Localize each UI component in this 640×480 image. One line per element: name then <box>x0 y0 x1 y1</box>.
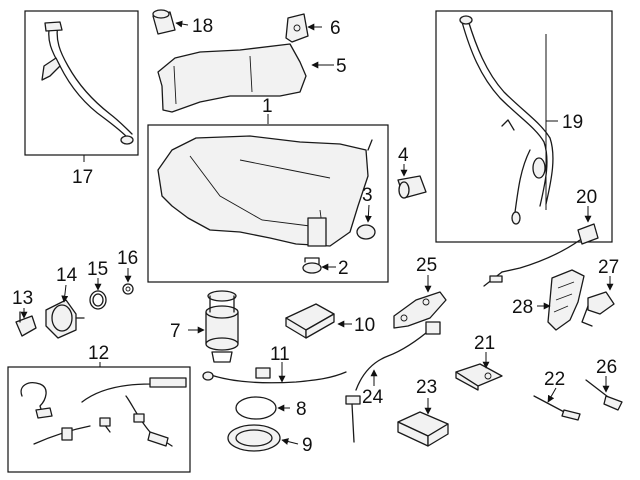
callout-20: 20 <box>576 187 597 208</box>
callout-25: 25 <box>416 255 437 276</box>
callout-22: 22 <box>544 369 565 390</box>
callout-27: 27 <box>598 257 619 278</box>
group-box-1 <box>147 124 389 283</box>
callout-5: 5 <box>336 56 347 77</box>
callout-7: 7 <box>170 321 181 342</box>
callout-1: 1 <box>262 96 273 117</box>
part-6-bracket[interactable] <box>285 13 309 43</box>
callout-17: 17 <box>72 167 93 188</box>
callout-26: 26 <box>596 357 617 378</box>
callout-19: 19 <box>562 112 583 133</box>
callout-3: 3 <box>362 185 373 206</box>
part-22-probe[interactable] <box>533 395 581 421</box>
part-7-pump-module[interactable] <box>205 290 239 363</box>
callout-12: 12 <box>88 343 109 364</box>
part-5-heat-shield[interactable] <box>157 43 307 113</box>
part-13-clip[interactable] <box>15 311 37 337</box>
part-24-sensor[interactable] <box>345 321 441 443</box>
callout-4: 4 <box>398 145 409 166</box>
part-17-fuel-lines[interactable] <box>41 21 134 145</box>
part-27-sensor[interactable] <box>581 291 615 327</box>
callout-21: 21 <box>474 333 495 354</box>
part-11-harness[interactable] <box>202 367 347 384</box>
callout-2: 2 <box>338 258 349 279</box>
callout-23: 23 <box>416 377 437 398</box>
group-box-12 <box>7 366 191 473</box>
part-21-sensor[interactable] <box>455 363 503 391</box>
callout-11: 11 <box>270 344 290 365</box>
part-23-module[interactable] <box>397 411 449 447</box>
part-10-module[interactable] <box>285 303 335 339</box>
part-9-lock-ring[interactable] <box>227 424 281 452</box>
part-28-bracket[interactable] <box>547 269 585 331</box>
part-8-seal-ring[interactable] <box>235 396 277 420</box>
callout-10: 10 <box>354 315 375 336</box>
callout-14: 14 <box>56 265 78 286</box>
part-26-probe[interactable] <box>585 379 623 411</box>
part-16-washer[interactable] <box>122 283 134 295</box>
callout-8: 8 <box>296 399 307 420</box>
callout-18: 18 <box>192 16 213 37</box>
group-box-19 <box>435 10 613 243</box>
part-3-grommet[interactable] <box>356 224 376 240</box>
callout-labels: 1 2 3 4 5 6 7 8 9 10 11 12 13 14 15 16 1… <box>12 16 619 456</box>
callout-24: 24 <box>362 387 384 408</box>
leader-lines <box>20 20 614 445</box>
part-15-clamp[interactable] <box>89 290 107 310</box>
callout-16: 16 <box>117 248 138 269</box>
part-20-sensor[interactable] <box>483 223 599 287</box>
callout-13: 13 <box>12 288 33 309</box>
part-19-fuel-lines[interactable] <box>459 15 554 225</box>
callout-6: 6 <box>330 18 341 39</box>
callout-15: 15 <box>87 259 108 280</box>
part-4-bushing[interactable] <box>397 175 427 199</box>
part-1-fuel-tank[interactable] <box>157 135 373 247</box>
part-18-cap[interactable] <box>152 9 176 35</box>
part-25-bracket[interactable] <box>393 291 447 329</box>
part-2-cap[interactable] <box>302 257 322 274</box>
group-box-17 <box>24 10 139 156</box>
part-12-harness-set[interactable] <box>20 377 187 447</box>
callout-28: 28 <box>512 297 533 318</box>
callout-9: 9 <box>302 435 313 456</box>
part-14-pump[interactable] <box>45 299 85 339</box>
